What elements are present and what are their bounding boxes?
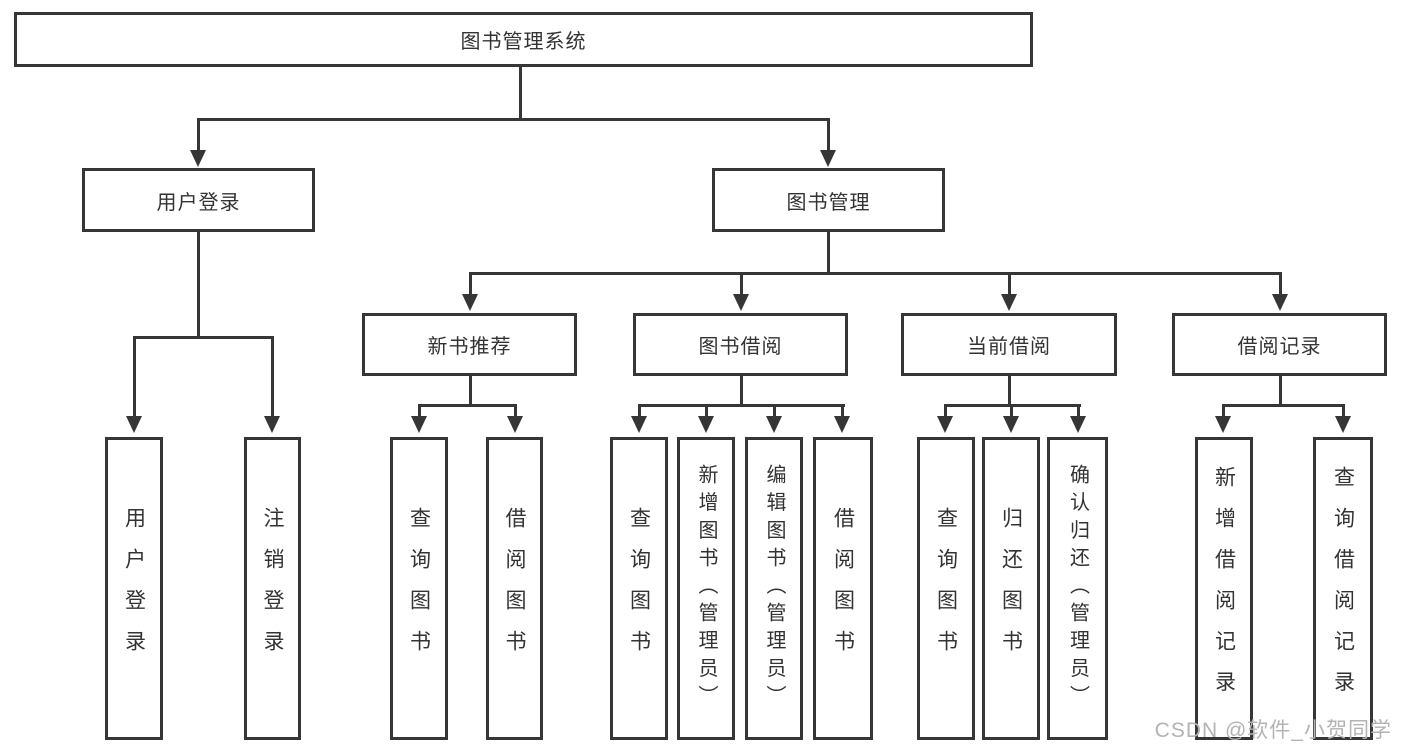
connector-line	[469, 272, 1282, 275]
leaf-borrow-books: 借阅图书	[813, 437, 873, 740]
node-current-borrowing: 当前借阅	[901, 313, 1117, 376]
leaf-edit-books-admin: 编辑图书（管理员）	[745, 437, 803, 740]
connector-line	[197, 118, 830, 121]
leaf-query-borrow-record: 查询借阅记录	[1313, 437, 1373, 740]
connector-line	[133, 336, 274, 339]
node-new-book-recommend: 新书推荐	[362, 313, 577, 376]
leaf-add-borrow-record: 新增借阅记录	[1195, 437, 1253, 740]
leaf-logout: 注销登录	[244, 437, 301, 740]
node-borrowing-records: 借阅记录	[1172, 313, 1387, 376]
node-library-system: 图书管理系统	[14, 12, 1033, 67]
connector-line	[1222, 404, 1345, 407]
connector-arrow	[820, 118, 836, 167]
connector-line	[418, 404, 517, 407]
leaf-borrow-books-recommend: 借阅图书	[486, 437, 543, 740]
connector-arrow	[126, 336, 142, 433]
connector-arrow	[190, 118, 206, 167]
connector-arrow	[411, 404, 427, 433]
leaf-query-books-recommend: 查询图书	[390, 437, 448, 740]
connector-arrow	[937, 404, 953, 433]
connector-arrow	[698, 404, 714, 433]
connector-arrow	[1272, 272, 1288, 311]
connector-line	[469, 376, 472, 407]
connector-line	[519, 67, 522, 120]
connector-arrow	[462, 272, 478, 311]
connector-line	[1008, 376, 1011, 407]
connector-arrow	[1003, 404, 1019, 433]
connector-arrow	[264, 336, 280, 433]
connector-arrow	[766, 404, 782, 433]
connector-arrow	[834, 404, 850, 433]
leaf-return-books: 归还图书	[982, 437, 1040, 740]
watermark: CSDN @软件_小贺同学	[1154, 719, 1392, 742]
connector-line	[827, 232, 830, 274]
connector-arrow	[1001, 272, 1017, 311]
leaf-query-books-borrowing: 查询图书	[610, 437, 668, 740]
connector-arrow	[1335, 404, 1351, 433]
node-book-management: 图书管理	[712, 168, 945, 232]
connector-arrow	[631, 404, 647, 433]
connector-line	[197, 232, 200, 339]
connector-line	[1279, 376, 1282, 407]
leaf-confirm-return-admin: 确认归还（管理员）	[1047, 437, 1108, 740]
node-user-login: 用户登录	[82, 168, 315, 232]
connector-arrow	[733, 272, 749, 311]
leaf-query-books-current: 查询图书	[917, 437, 975, 740]
node-book-borrowing: 图书借阅	[633, 313, 848, 376]
connector-arrow	[1215, 404, 1231, 433]
connector-line	[740, 376, 743, 407]
leaf-user-login: 用户登录	[105, 437, 163, 740]
leaf-add-books-admin: 新增图书（管理员）	[677, 437, 735, 740]
connector-arrow	[507, 404, 523, 433]
connector-arrow	[1070, 404, 1086, 433]
connector-line	[638, 404, 845, 407]
